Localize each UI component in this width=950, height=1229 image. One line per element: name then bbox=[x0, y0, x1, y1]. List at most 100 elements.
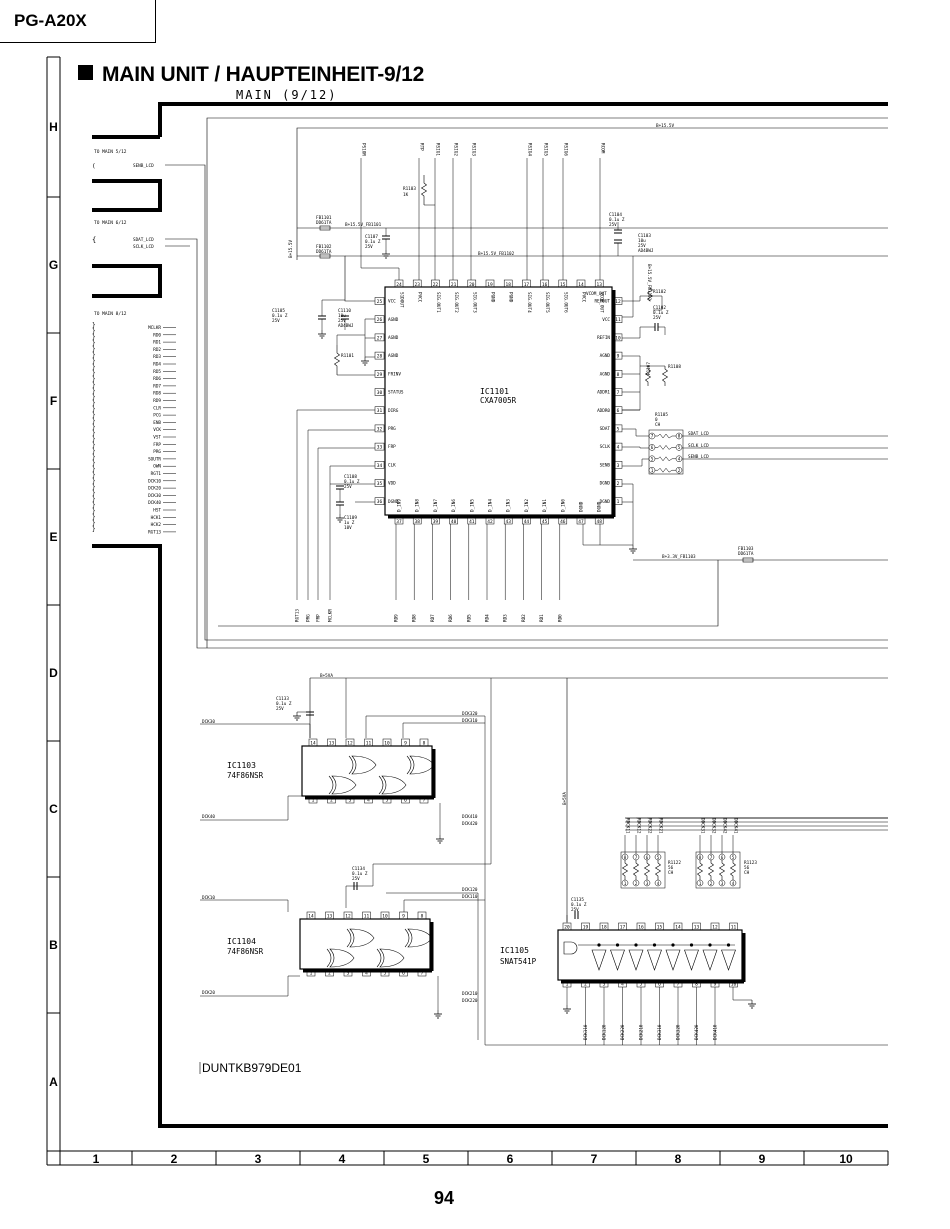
ic1101-pin-number: 22 bbox=[433, 282, 439, 288]
ic1101-pin-box bbox=[613, 497, 623, 505]
ic1105-pin-number: 17 bbox=[620, 925, 626, 931]
board-edge bbox=[92, 264, 162, 298]
schematic-subtitle: MAIN (9/12) bbox=[236, 88, 338, 102]
array-pin-number: 7 bbox=[710, 855, 713, 861]
title-square-icon bbox=[78, 65, 93, 80]
ic1101-pin-number: 36 bbox=[377, 499, 383, 505]
array-pin-number: 6 bbox=[651, 445, 654, 451]
connector-bracket: } bbox=[92, 430, 96, 437]
ic1101-pin-label: AGND bbox=[388, 353, 399, 359]
ic1101-pin-number: 31 bbox=[377, 408, 383, 414]
ic1101-pin-number: 3 bbox=[617, 463, 620, 469]
ic1101-pin-box bbox=[431, 516, 440, 525]
ic1105-pin-box bbox=[636, 922, 646, 931]
ic1101-pin-number: 26 bbox=[377, 317, 383, 323]
connector-signal: ENB bbox=[153, 420, 161, 426]
component-ref: C1102 bbox=[653, 305, 666, 311]
ic1101-pin-label: SIG.OUT3 bbox=[471, 292, 477, 313]
buffer-icon bbox=[684, 949, 699, 971]
component-value: 0.1u Z bbox=[276, 701, 292, 707]
component-value: DD61TA bbox=[316, 220, 332, 226]
ic1101-bottom-net: RD6 bbox=[448, 614, 454, 622]
resistor-r1102 bbox=[646, 287, 654, 302]
ic1105-bottom-net: DCK310 bbox=[657, 1024, 663, 1040]
ic1105-pin-box bbox=[655, 922, 664, 931]
array-pin-number: 2 bbox=[635, 881, 638, 887]
connector-signal: DCK30 bbox=[148, 493, 161, 499]
ic1101-pin-box bbox=[467, 279, 477, 288]
net-sclk bbox=[622, 446, 649, 449]
ic1104-pin-box bbox=[306, 911, 316, 920]
component-ref: R1101 bbox=[341, 353, 354, 359]
ic1101-top-net: RTP bbox=[419, 143, 425, 151]
component-ref: C1108 bbox=[344, 474, 357, 480]
ic1101-pin-label: DIRG bbox=[388, 408, 399, 414]
connector-bracket: } bbox=[92, 448, 96, 455]
ic1101-pin-label: D_IN2 bbox=[524, 499, 530, 512]
net-label: SENB_LCD bbox=[688, 454, 709, 460]
grid-column-label: 6 bbox=[507, 1152, 514, 1166]
ic1103-pin-box bbox=[382, 738, 392, 747]
ic1101-pin-box bbox=[503, 279, 513, 288]
net-label: B+5VA bbox=[562, 792, 568, 805]
ic1101-pin-number: 35 bbox=[377, 481, 383, 487]
ic1101-pin-label: AGND bbox=[600, 371, 611, 377]
ic1101-pin-label: AGND bbox=[388, 317, 399, 323]
xor-gate-icon bbox=[329, 948, 355, 968]
ic1101-pin-box bbox=[374, 497, 385, 505]
ic1101-pin-box bbox=[558, 516, 568, 525]
connector-signal: VCK bbox=[153, 427, 161, 433]
ic1101-top-net: PS1OR bbox=[361, 143, 367, 156]
resistor bbox=[654, 860, 662, 880]
board-edge-bottom bbox=[92, 544, 888, 1128]
ic1105-bottom-net: DCK320 bbox=[676, 1024, 682, 1040]
component-ref: R1107 bbox=[646, 362, 652, 375]
ic1101-pin-number: 25 bbox=[377, 299, 383, 305]
ic1105-pin-number: 6 bbox=[658, 982, 661, 988]
net-label: B+15.5V_FB1101 bbox=[345, 222, 382, 228]
ic1104-pin-box bbox=[325, 968, 334, 977]
xor-gate-icon bbox=[406, 755, 412, 775]
ic1101-pin-label: D_IN7 bbox=[433, 499, 439, 512]
ic1101-pin-box bbox=[449, 279, 458, 288]
net-sdat-lcd bbox=[165, 238, 888, 649]
ic1101-pin-label: SIG.OUT6 bbox=[562, 292, 568, 313]
net-label: DCK30 bbox=[202, 719, 215, 725]
grid-row-label: E bbox=[49, 530, 57, 544]
ic1101-pin-box bbox=[613, 351, 623, 360]
ic1101-top-net: RSIG1 bbox=[435, 143, 441, 156]
ic1101-pin-label: FRP bbox=[388, 444, 396, 450]
net-senb bbox=[622, 458, 649, 467]
ic1104-part: 74F86NSR bbox=[227, 947, 264, 956]
connector-signal: RD8 bbox=[153, 391, 161, 397]
buffer-icon bbox=[610, 949, 625, 971]
ic1105-pin-number: 20 bbox=[564, 925, 570, 931]
resistor-r1103 bbox=[420, 175, 428, 205]
net-label: B+15.5V bbox=[656, 123, 675, 129]
component-ref: C1133 bbox=[276, 696, 289, 702]
component-value: 25V bbox=[272, 318, 280, 324]
ic1104-pin-box bbox=[399, 911, 408, 920]
net-label: DCK40 bbox=[202, 814, 215, 820]
array-pin-number: 3 bbox=[646, 881, 649, 887]
ic1101-pin-label: AGND bbox=[388, 335, 399, 341]
component-value: 0.1u Z bbox=[609, 217, 625, 223]
ic1104-pin-box bbox=[325, 911, 334, 920]
ic1103-pin-number: 14 bbox=[310, 741, 316, 747]
net-label: SCLK_LCD bbox=[688, 443, 709, 449]
array-pin-number: 1 bbox=[699, 881, 702, 887]
ic1103-pin-number: 1 bbox=[312, 798, 315, 804]
connector-signal: RD9 bbox=[153, 398, 161, 404]
ic1101-top-net: RSIG6 bbox=[563, 143, 569, 156]
resistor bbox=[621, 860, 629, 880]
connector-signal: RD3 bbox=[153, 354, 161, 360]
ic1104-pin-box bbox=[362, 968, 371, 977]
xor-gate-icon bbox=[326, 948, 332, 968]
page-number: 94 bbox=[433, 1188, 455, 1208]
grid-row-label: F bbox=[50, 394, 57, 408]
page-title-text: MAIN UNIT / HAUPTEINHEIT-9/12 bbox=[102, 63, 425, 86]
ic1101-top-net: RSIG4 bbox=[527, 143, 533, 156]
ic1103-part: 74F86NSR bbox=[227, 771, 264, 780]
ic1105-pin-number: 8 bbox=[695, 982, 698, 988]
grid-row-label: A bbox=[49, 1075, 58, 1089]
